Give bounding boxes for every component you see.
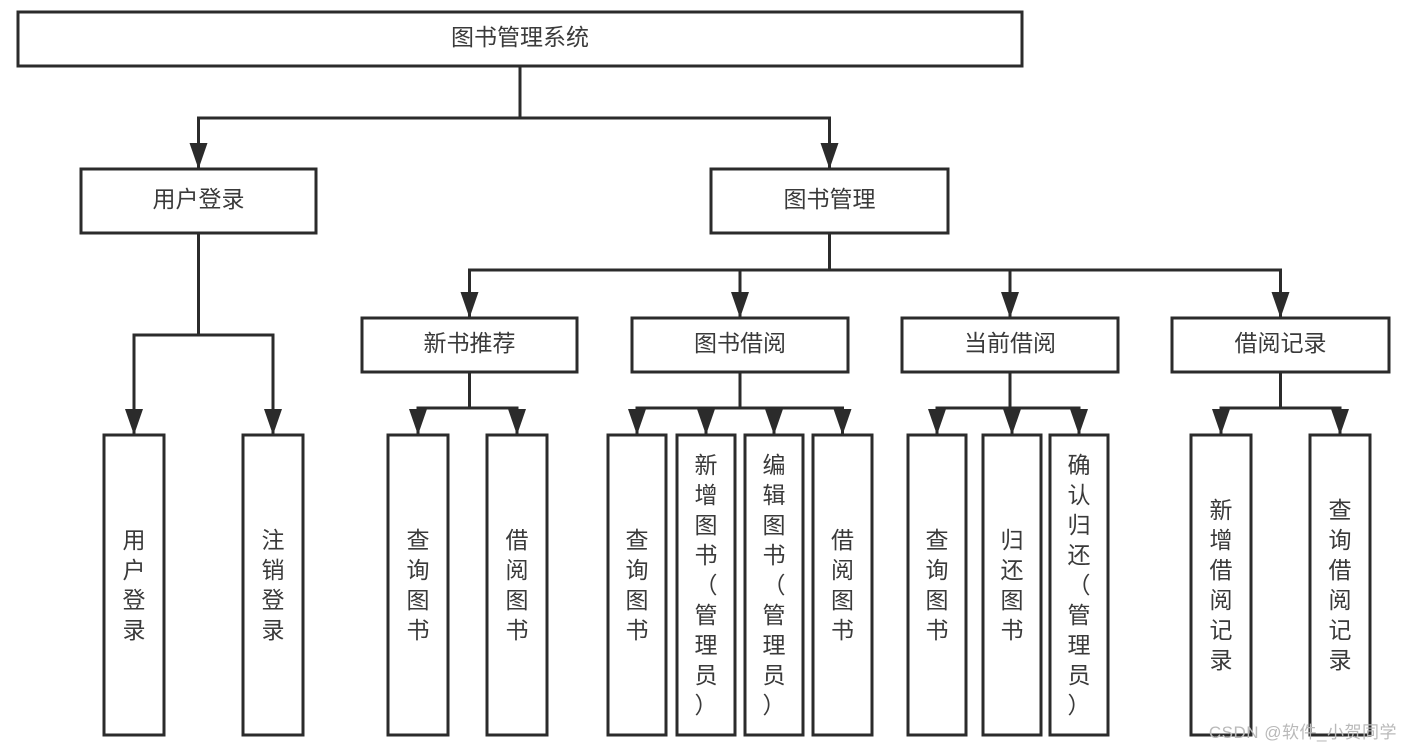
- node-label-br-query-record: 查询借阅记录: [1329, 497, 1352, 673]
- node-cb-return-book[interactable]: 归还图书: [981, 433, 1043, 737]
- root-arrow-icon-1: [820, 143, 839, 169]
- connector-layer: [125, 64, 1349, 437]
- node-br-query-record[interactable]: 查询借阅记录: [1308, 433, 1372, 737]
- book-borrow-arrow-icon-1: [697, 409, 715, 435]
- node-label-cb-confirm-return: 确认归还（管理员）: [1068, 452, 1091, 718]
- node-bb-add-book[interactable]: 新增图书（管理员）: [675, 433, 737, 737]
- node-box-bb-borrow-book: [811, 433, 874, 737]
- node-layer: 图书管理系统用户登录用户登录注销登录图书管理新书推荐查询图书借阅图书图书借阅查询…: [16, 10, 1391, 737]
- book-management-arrow-icon-1: [731, 292, 749, 318]
- watermark-text: CSDN @软件_小贺同学: [1208, 723, 1397, 742]
- node-box-cb-return-book: [981, 433, 1043, 737]
- user-login-arrow-icon-1: [264, 409, 282, 435]
- node-box-user-logout-leaf: [241, 433, 305, 737]
- user-login-arrow-icon-0: [125, 409, 143, 435]
- node-nbr-query-book[interactable]: 查询图书: [386, 433, 450, 737]
- node-bb-borrow-book[interactable]: 借阅图书: [811, 433, 874, 737]
- book-borrow-arrow-icon-0: [628, 409, 646, 435]
- node-user-login-leaf[interactable]: 用户登录: [102, 433, 166, 737]
- node-br-add-record[interactable]: 新增借阅记录: [1189, 433, 1253, 737]
- node-label-br-add-record: 新增借阅记录: [1210, 497, 1233, 673]
- node-label-nbr-query-book: 查询图书: [407, 527, 430, 643]
- node-label-nbr-borrow-book: 借阅图书: [506, 527, 529, 643]
- node-borrow-records[interactable]: 借阅记录: [1170, 316, 1391, 374]
- borrow-records-arrow-icon-1: [1331, 409, 1349, 435]
- node-cb-confirm-return[interactable]: 确认归还（管理员）: [1048, 433, 1110, 737]
- current-borrow-arrow-icon-2: [1070, 409, 1088, 435]
- node-label-bb-edit-book: 编辑图书（管理员）: [763, 452, 786, 718]
- node-user-logout-leaf[interactable]: 注销登录: [241, 433, 305, 737]
- borrow-records-arrow-icon-0: [1212, 409, 1230, 435]
- node-label-cb-query-book: 查询图书: [926, 527, 949, 643]
- node-label-book-borrow: 图书借阅: [694, 330, 786, 356]
- node-box-book-management: [709, 167, 950, 235]
- node-label-user-logout-leaf: 注销登录: [262, 527, 285, 643]
- root-arrow-icon-0: [189, 143, 208, 169]
- book-management-arrow-icon-2: [1001, 292, 1019, 318]
- node-box-borrow-records: [1170, 316, 1391, 374]
- current-borrow-arrow-icon-1: [1003, 409, 1021, 435]
- book-borrow-arrow-icon-2: [765, 409, 783, 435]
- node-root[interactable]: 图书管理系统: [16, 10, 1024, 68]
- new-book-recommend-arrow-icon-0: [409, 409, 427, 435]
- node-new-book-recommend[interactable]: 新书推荐: [360, 316, 579, 374]
- node-label-bb-query-book: 查询图书: [626, 527, 649, 643]
- node-box-nbr-query-book: [386, 433, 450, 737]
- node-label-cb-return-book: 归还图书: [1001, 527, 1024, 643]
- book-management-arrow-icon-3: [1271, 292, 1290, 318]
- current-borrow-arrow-icon-0: [928, 409, 946, 435]
- node-box-nbr-borrow-book: [485, 433, 549, 737]
- book-management-arrow-icon-0: [460, 292, 479, 318]
- node-current-borrow[interactable]: 当前借阅: [900, 316, 1120, 374]
- node-label-current-borrow: 当前借阅: [964, 330, 1056, 356]
- node-box-cb-confirm-return: [1048, 433, 1110, 737]
- node-label-bb-borrow-book: 借阅图书: [831, 527, 854, 643]
- node-nbr-borrow-book[interactable]: 借阅图书: [485, 433, 549, 737]
- node-box-br-add-record: [1189, 433, 1253, 737]
- node-box-br-query-record: [1308, 433, 1372, 737]
- node-box-current-borrow: [900, 316, 1120, 374]
- node-book-management[interactable]: 图书管理: [709, 167, 950, 235]
- node-box-bb-edit-book: [743, 433, 805, 737]
- node-cb-query-book[interactable]: 查询图书: [906, 433, 968, 737]
- node-label-bb-add-book: 新增图书（管理员）: [695, 452, 718, 718]
- node-box-root: [16, 10, 1024, 68]
- node-user-login[interactable]: 用户登录: [79, 167, 318, 235]
- node-box-user-login-leaf: [102, 433, 166, 737]
- node-label-new-book-recommend: 新书推荐: [424, 330, 516, 356]
- node-box-book-borrow: [630, 316, 850, 374]
- book-borrow-arrow-icon-3: [833, 409, 852, 435]
- node-label-book-management: 图书管理: [784, 186, 876, 212]
- node-book-borrow[interactable]: 图书借阅: [630, 316, 850, 374]
- node-bb-edit-book[interactable]: 编辑图书（管理员）: [743, 433, 805, 737]
- node-box-cb-query-book: [906, 433, 968, 737]
- node-box-user-login: [79, 167, 318, 235]
- node-label-borrow-records: 借阅记录: [1235, 330, 1327, 356]
- node-label-user-login: 用户登录: [153, 186, 245, 212]
- node-label-user-login-leaf: 用户登录: [123, 527, 146, 643]
- node-box-new-book-recommend: [360, 316, 579, 374]
- node-label-root: 图书管理系统: [451, 24, 589, 50]
- node-bb-query-book[interactable]: 查询图书: [606, 433, 668, 737]
- new-book-recommend-arrow-icon-1: [508, 409, 526, 435]
- node-box-bb-add-book: [675, 433, 737, 737]
- node-box-bb-query-book: [606, 433, 668, 737]
